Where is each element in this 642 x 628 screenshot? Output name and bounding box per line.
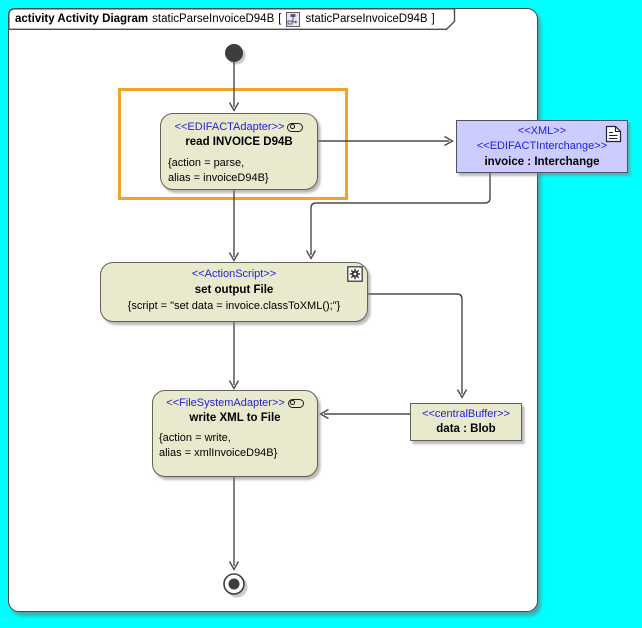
write-xml-prop1: {action = write,	[159, 432, 231, 444]
data-blob-stereotype: <<centralBuffer>>	[422, 408, 510, 420]
write-xml-prop2: alias = xmlInvoiceD94B}	[159, 447, 278, 459]
activity-diagram-icon	[286, 11, 301, 27]
interchange-stereotype-edifact: <<EDIFACTInterchange>>	[476, 140, 608, 152]
set-output-stereotype: <<ActionScript>>	[191, 268, 277, 280]
read-invoice-stereotype: <<EDIFACTAdapter>>	[174, 121, 285, 133]
frame-title: activity Activity Diagram staticParseInv…	[15, 11, 435, 27]
frame-title-diagram-name: staticParseInvoiceD94B	[152, 13, 275, 25]
set-output-prop1: {script = "set data = invoice.classToXML…	[127, 300, 341, 312]
frame-title-close-bracket: ]	[431, 13, 435, 25]
selection-highlight[interactable]	[118, 88, 348, 200]
interchange-name: invoice : Interchange	[484, 156, 600, 168]
write-xml-stereotype: <<FileSystemAdapter>>	[166, 397, 285, 409]
adapter-icon	[287, 398, 304, 408]
action-node-set-output-file[interactable]: <<ActionScript>> set output File {script…	[100, 262, 368, 322]
interchange-stereotype-xml: <<XML>>	[517, 125, 567, 137]
central-buffer-node-data-blob[interactable]: <<centralBuffer>> data : Blob	[410, 403, 522, 441]
set-output-name: set output File	[194, 284, 274, 296]
script-gear-icon	[347, 266, 363, 285]
read-invoice-name: read INVOICE D94B	[185, 136, 293, 148]
object-node-invoice-interchange[interactable]: <<XML>> <<EDIFACTInterchange>> invoice :…	[456, 120, 628, 173]
frame-title-ref-name: staticParseInvoiceD94B	[305, 13, 428, 25]
read-invoice-prop2: alias = invoiceD94B}	[168, 172, 269, 184]
data-blob-name: data : Blob	[436, 423, 496, 435]
frame-title-keyword: activity Activity Diagram	[15, 13, 149, 25]
adapter-icon	[287, 122, 304, 132]
action-node-write-xml-to-file[interactable]: <<FileSystemAdapter>> write XML to File …	[152, 390, 318, 477]
read-invoice-prop1: {action = parse,	[168, 157, 245, 169]
frame-title-open-bracket: [	[278, 13, 282, 25]
xml-document-icon	[605, 125, 622, 146]
write-xml-name: write XML to File	[189, 412, 281, 424]
action-node-read-invoice[interactable]: <<EDIFACTAdapter>> read INVOICE D94B {ac…	[160, 113, 318, 190]
